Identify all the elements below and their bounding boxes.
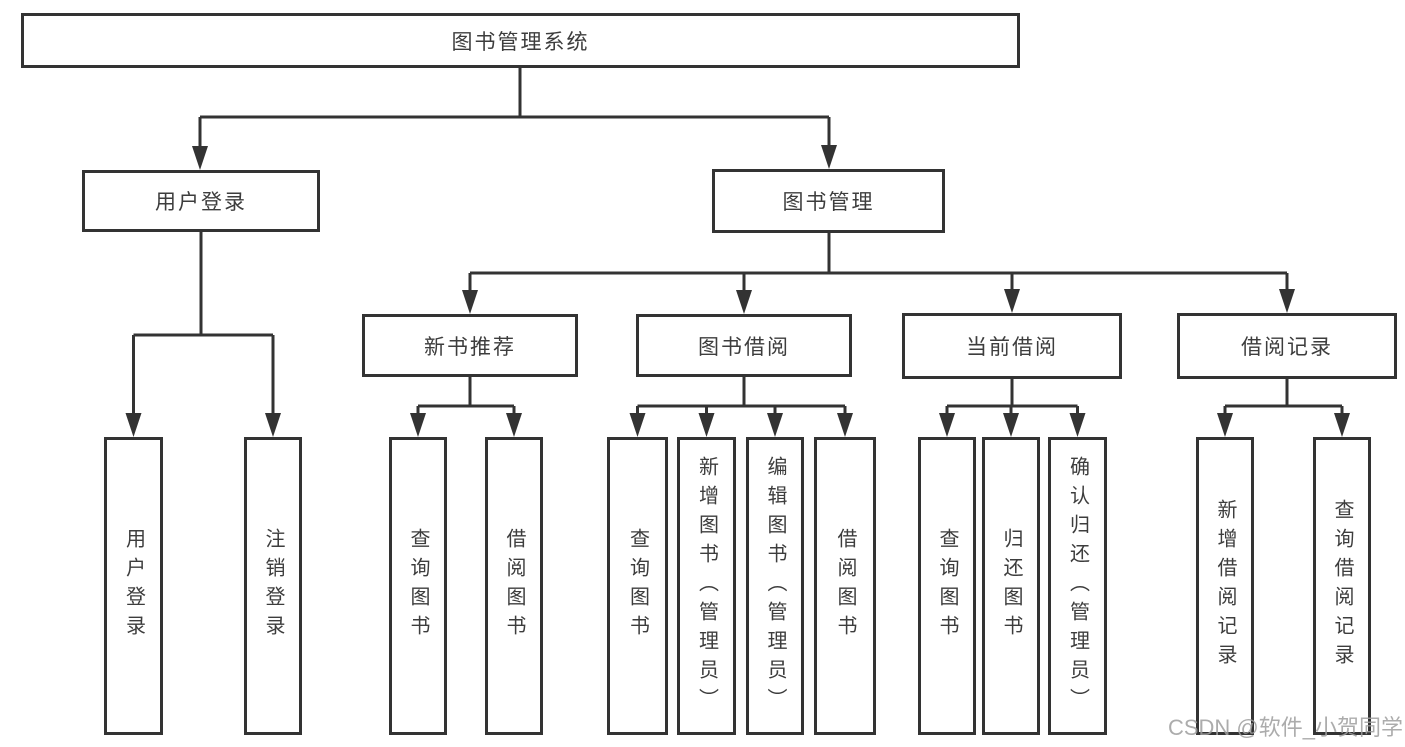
- node-new-book-recommend: 新书推荐: [362, 314, 578, 377]
- node-leaf-record-add-borrow-record-label: 新增借阅记录: [1214, 499, 1236, 673]
- node-leaf-user-login-action: 用户登录: [104, 437, 163, 735]
- node-system-root: 图书管理系统: [21, 13, 1020, 68]
- node-system-root-label: 图书管理系统: [451, 30, 590, 54]
- node-leaf-record-query-borrow-record: 查询借阅记录: [1313, 437, 1371, 735]
- node-leaf-borrow-query-books: 查询图书: [607, 437, 668, 735]
- node-leaf-newbook-query-books-label: 查询图书: [407, 528, 429, 644]
- node-leaf-newbook-query-books: 查询图书: [389, 437, 447, 735]
- node-book-borrow: 图书借阅: [636, 314, 852, 377]
- node-leaf-logout-label: 注销登录: [262, 528, 284, 644]
- csdn-watermark: CSDN @软件_小贺同学: [1167, 715, 1403, 740]
- node-borrow-record: 借阅记录: [1177, 313, 1397, 379]
- node-leaf-record-query-borrow-record-label: 查询借阅记录: [1331, 499, 1353, 673]
- node-leaf-newbook-borrow-books: 借阅图书: [485, 437, 543, 735]
- node-leaf-borrow-borrow-books: 借阅图书: [814, 437, 876, 735]
- node-leaf-borrow-add-books-admin: 新增图书（管理员）: [677, 437, 736, 735]
- node-leaf-borrow-borrow-books-label: 借阅图书: [834, 528, 856, 644]
- node-leaf-borrow-add-books-admin-label: 新增图书（管理员）: [695, 455, 718, 717]
- node-leaf-borrow-edit-books-admin: 编辑图书（管理员）: [746, 437, 804, 735]
- node-leaf-current-confirm-return-admin: 确认归还（管理员）: [1048, 437, 1107, 735]
- node-leaf-borrow-edit-books-admin-label: 编辑图书（管理员）: [764, 455, 786, 717]
- node-user-login-label: 用户登录: [155, 191, 247, 214]
- node-book-management-label: 图书管理: [782, 191, 875, 214]
- node-leaf-user-login-action-label: 用户登录: [122, 528, 145, 644]
- node-leaf-current-return-books: 归还图书: [982, 437, 1040, 735]
- node-leaf-logout: 注销登录: [244, 437, 302, 735]
- node-leaf-current-return-books-label: 归还图书: [1000, 528, 1022, 644]
- node-leaf-current-query-books: 查询图书: [918, 437, 976, 735]
- node-current-borrow-label: 当前借阅: [966, 336, 1058, 359]
- node-user-login: 用户登录: [82, 170, 320, 232]
- node-leaf-record-add-borrow-record: 新增借阅记录: [1196, 437, 1254, 735]
- node-current-borrow: 当前借阅: [902, 313, 1122, 379]
- node-book-management: 图书管理: [712, 169, 945, 233]
- node-leaf-current-confirm-return-admin-label: 确认归还（管理员）: [1066, 455, 1089, 717]
- node-leaf-current-query-books-label: 查询图书: [936, 528, 958, 644]
- node-leaf-newbook-borrow-books-label: 借阅图书: [503, 528, 525, 644]
- node-leaf-borrow-query-books-label: 查询图书: [626, 528, 649, 644]
- node-new-book-recommend-label: 新书推荐: [424, 335, 516, 359]
- node-borrow-record-label: 借阅记录: [1241, 336, 1333, 359]
- node-book-borrow-label: 图书借阅: [698, 335, 790, 359]
